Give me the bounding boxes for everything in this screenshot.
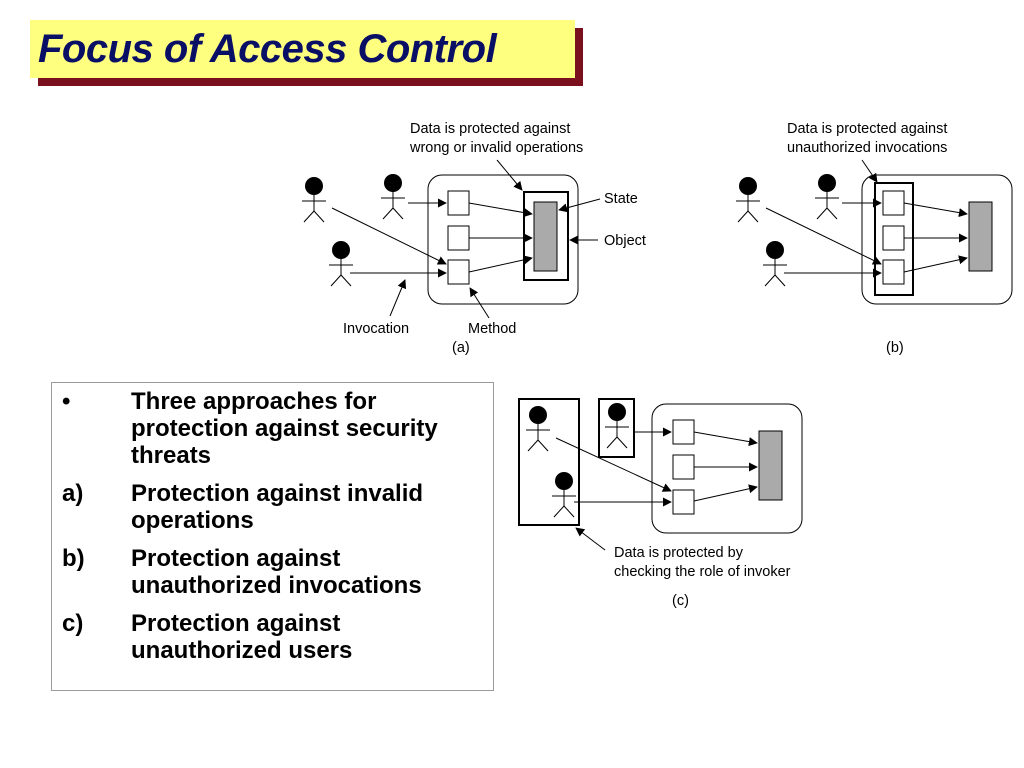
figure-caption: (b) [886,340,904,356]
actor-icon [301,176,327,223]
invocation-arrow [765,207,882,265]
title-banner: Focus of Access Control [30,20,575,78]
callout-arrow [861,159,878,183]
note-line: Data is protected by [614,545,744,561]
method-state-arrow [468,202,533,218]
method-box [882,225,905,251]
actor-icon [525,405,551,452]
method-box [447,225,470,251]
role-check-boundary [518,398,580,526]
figure-b: Data is protected against unauthorized i… [735,121,1013,356]
bullet-item-intro: • Three approaches for protection agains… [62,388,487,469]
invocation-label: Invocation [343,321,409,337]
method-state-arrow [903,255,968,273]
method-box [882,259,905,285]
actor-icon [604,402,630,449]
figure-caption: (c) [672,593,689,609]
method-box [672,454,695,480]
server-container [651,403,803,534]
bullet-marker: • [62,388,71,415]
invocation-arrow [331,207,447,265]
note-line: unauthorized invocations [787,140,947,156]
callout-arrow [496,159,523,191]
state-label: State [604,191,638,207]
state-block [758,430,783,501]
actor-icon [380,173,406,220]
actor-icon [328,240,354,287]
note-line: wrong or invalid operations [409,140,583,156]
note-line: Data is protected against [410,121,570,137]
method-box [447,190,470,216]
bullet-text: Protection against unauthorized users [131,610,353,664]
slide-title: Focus of Access Control [38,26,497,71]
method-box [447,259,470,285]
callout-arrow [389,279,407,317]
state-block [968,201,993,272]
method-box [882,190,905,216]
figure-caption: (a) [452,340,470,356]
note-line: Data is protected against [787,121,947,137]
bullet-item-a: a) Protection against invalid operations [62,480,487,534]
actor-icon [551,471,577,518]
callout-arrow [575,527,606,551]
interface-boundary [874,182,914,296]
state-block [533,201,558,272]
bullet-marker: a) [62,480,84,507]
callout-arrow [469,287,490,319]
bullet-marker: c) [62,610,84,637]
bullet-text: Three approaches for protection against … [131,388,438,469]
server-container [861,174,1013,305]
note-line: checking the role of invoker [614,564,791,580]
method-box [672,419,695,445]
method-label: Method [468,321,516,337]
object-label: Object [604,233,646,249]
bullet-marker: b) [62,545,85,572]
method-state-arrow [903,202,968,218]
bullet-item-b: b) Protection against unauthorized invoc… [62,545,487,599]
figure-a: Data is protected against wrong or inval… [301,121,646,356]
method-state-arrow [468,255,533,273]
bullet-item-c: c) Protection against unauthorized users [62,610,487,664]
invocation-arrow [555,437,672,492]
actor-icon [735,176,761,223]
bullet-text: Protection against unauthorized invocati… [131,545,422,599]
method-state-arrow [693,431,758,447]
method-state-arrow [693,484,758,502]
figure-c: Data is protected by checking the role o… [518,398,803,609]
actor-icon [762,240,788,287]
bullet-text-box: • Three approaches for protection agains… [51,382,494,691]
actor-icon [814,173,840,220]
callout-arrow [558,198,601,213]
bullet-text: Protection against invalid operations [131,480,424,534]
method-box [672,489,695,515]
role-check-boundary [598,398,635,458]
